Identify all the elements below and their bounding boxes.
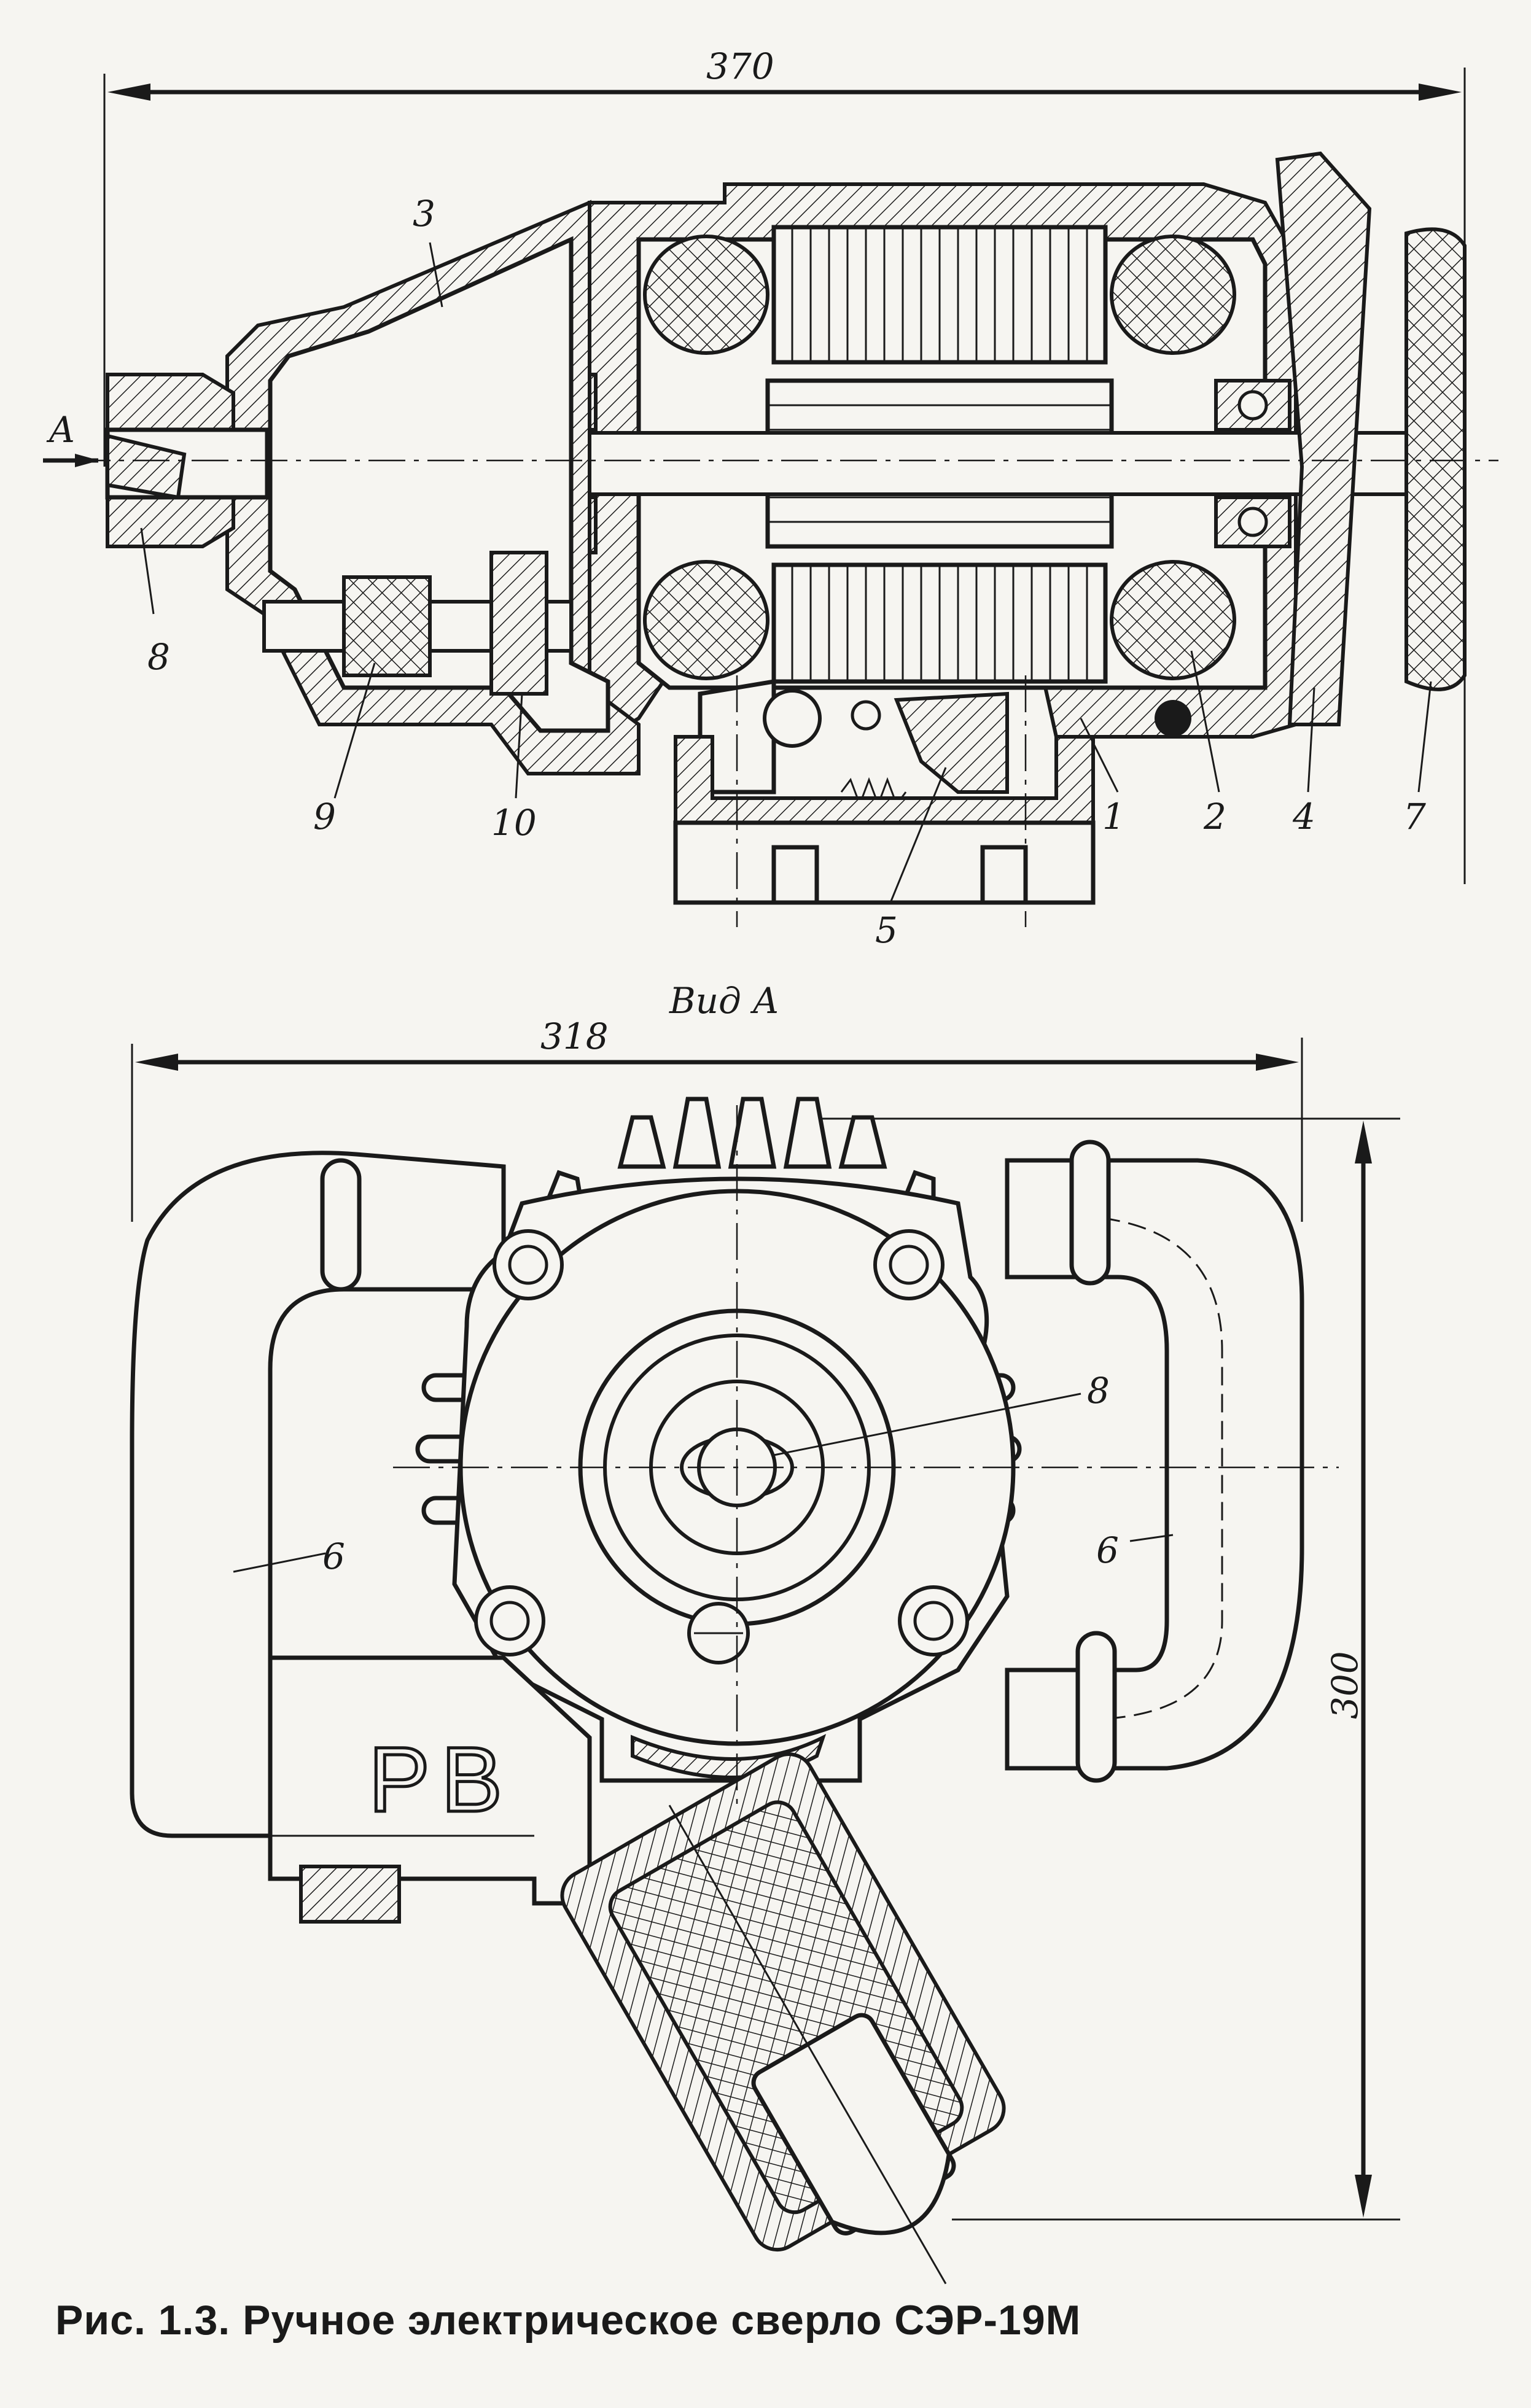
- handle-left: [130, 1151, 506, 1838]
- gear-wheel: [342, 575, 432, 677]
- angled-grip: [560, 1752, 1006, 2285]
- dimension-width: 318: [131, 1016, 1303, 1222]
- handle-ribs: [320, 1140, 1117, 1783]
- gear-10: [489, 551, 548, 696]
- part-labels: 3 8 9 10 5 1 2 4 7: [140, 193, 1432, 951]
- stator-upper-laminations: [791, 227, 1088, 362]
- arrow-a-label: A: [46, 409, 75, 451]
- label-part-6-left: 6: [322, 1536, 345, 1577]
- end-windings: [643, 235, 1236, 680]
- label-part-8: 8: [147, 636, 170, 678]
- label-part-3: 3: [413, 193, 435, 235]
- label-part-9: 9: [313, 796, 336, 837]
- dimension-height: 300: [798, 1117, 1400, 2221]
- dimension-370-label: 370: [706, 45, 774, 87]
- view-arrow-a: A: [43, 409, 99, 467]
- handle-foot: [673, 820, 1096, 905]
- dimension-overall-length: 370: [103, 45, 1466, 884]
- label-part-4: 4: [1292, 796, 1315, 837]
- drill-taper: [106, 433, 187, 500]
- switch-bolt: [299, 1865, 401, 1924]
- dimension-318-label: 318: [540, 1016, 609, 1057]
- figure-caption: Рис. 1.3. Ручное электрическое сверло СЭ…: [55, 2297, 1081, 2344]
- end-cover: [1404, 227, 1467, 691]
- view-a-title: Вид А: [669, 980, 779, 1022]
- label-part-1: 1: [1102, 796, 1125, 837]
- label-part-2: 2: [1203, 796, 1226, 837]
- label-part-8-view-a: 8: [1087, 1370, 1110, 1412]
- label-part-6-right: 6: [1096, 1529, 1119, 1571]
- main-shaft: [502, 431, 1414, 496]
- fan-blade: [1275, 151, 1372, 726]
- switch-lever: [894, 691, 1009, 794]
- rotor-bars: [768, 404, 1112, 523]
- label-part-5: 5: [875, 909, 898, 951]
- view-a-part-labels: 8 6 6: [233, 1370, 1174, 1577]
- end-view-a: Вид А 318 300: [130, 980, 1400, 2285]
- bolts: [474, 1229, 969, 1664]
- stator-lower-laminations: [791, 565, 1088, 682]
- label-part-7: 7: [1403, 796, 1426, 837]
- handle-right: [1005, 1158, 1304, 1771]
- label-part-10: 10: [491, 802, 537, 844]
- housing-marking: РВ: [368, 1728, 513, 1831]
- longitudinal-section-view: 370: [43, 45, 1498, 951]
- dimension-300-label: 300: [1324, 1651, 1366, 1719]
